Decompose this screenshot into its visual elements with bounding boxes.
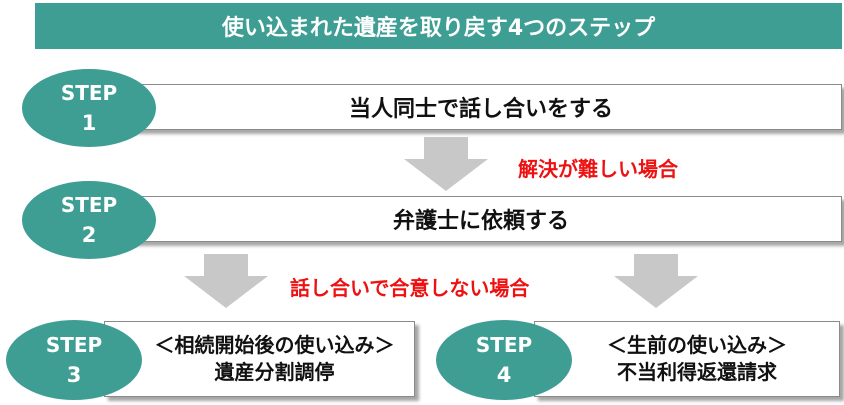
step1-circle: STEP 1 bbox=[22, 69, 156, 147]
down-arrow-3 bbox=[614, 254, 698, 308]
step3-subtitle: ＜相続開始後の使い込み＞ bbox=[154, 333, 395, 357]
step4-circle: STEP 4 bbox=[436, 320, 572, 400]
step1-number: 1 bbox=[81, 111, 97, 135]
step4-box: ＜生前の使い込み＞ 不当利得返還請求 bbox=[534, 321, 840, 397]
step3-box: ＜相続開始後の使い込み＞ 遺産分割調停 bbox=[104, 321, 415, 397]
step1-label: STEP bbox=[60, 81, 118, 105]
step3-circle: STEP 3 bbox=[6, 320, 142, 400]
diagram-title: 使い込まれた遺産を取り戻す4つのステップ bbox=[35, 3, 842, 49]
step2-text: 弁護士に依頼する bbox=[392, 209, 569, 234]
down-arrow-2 bbox=[184, 254, 268, 308]
step3-number: 3 bbox=[66, 363, 82, 387]
step2-circle: STEP 2 bbox=[22, 181, 156, 259]
down-arrow-1 bbox=[404, 137, 488, 191]
step4-label: STEP bbox=[475, 333, 533, 357]
step3-text: 遺産分割調停 bbox=[214, 360, 335, 384]
step4-subtitle: ＜生前の使い込み＞ bbox=[607, 333, 787, 357]
step4-number: 4 bbox=[496, 363, 512, 387]
step4-text: 不当利得返還請求 bbox=[617, 360, 777, 384]
step2-box: 弁護士に依頼する bbox=[120, 196, 842, 242]
step1-text: 当人同士で話し合いをする bbox=[348, 97, 613, 122]
step2-label: STEP bbox=[60, 193, 118, 217]
step3-label: STEP bbox=[45, 333, 103, 357]
note-difficult: 解決が難しい場合 bbox=[518, 157, 678, 181]
step1-box: 当人同士で話し合いをする bbox=[120, 84, 842, 130]
step2-number: 2 bbox=[81, 223, 97, 247]
note-no-agreement: 話し合いで合意しない場合 bbox=[290, 276, 530, 300]
